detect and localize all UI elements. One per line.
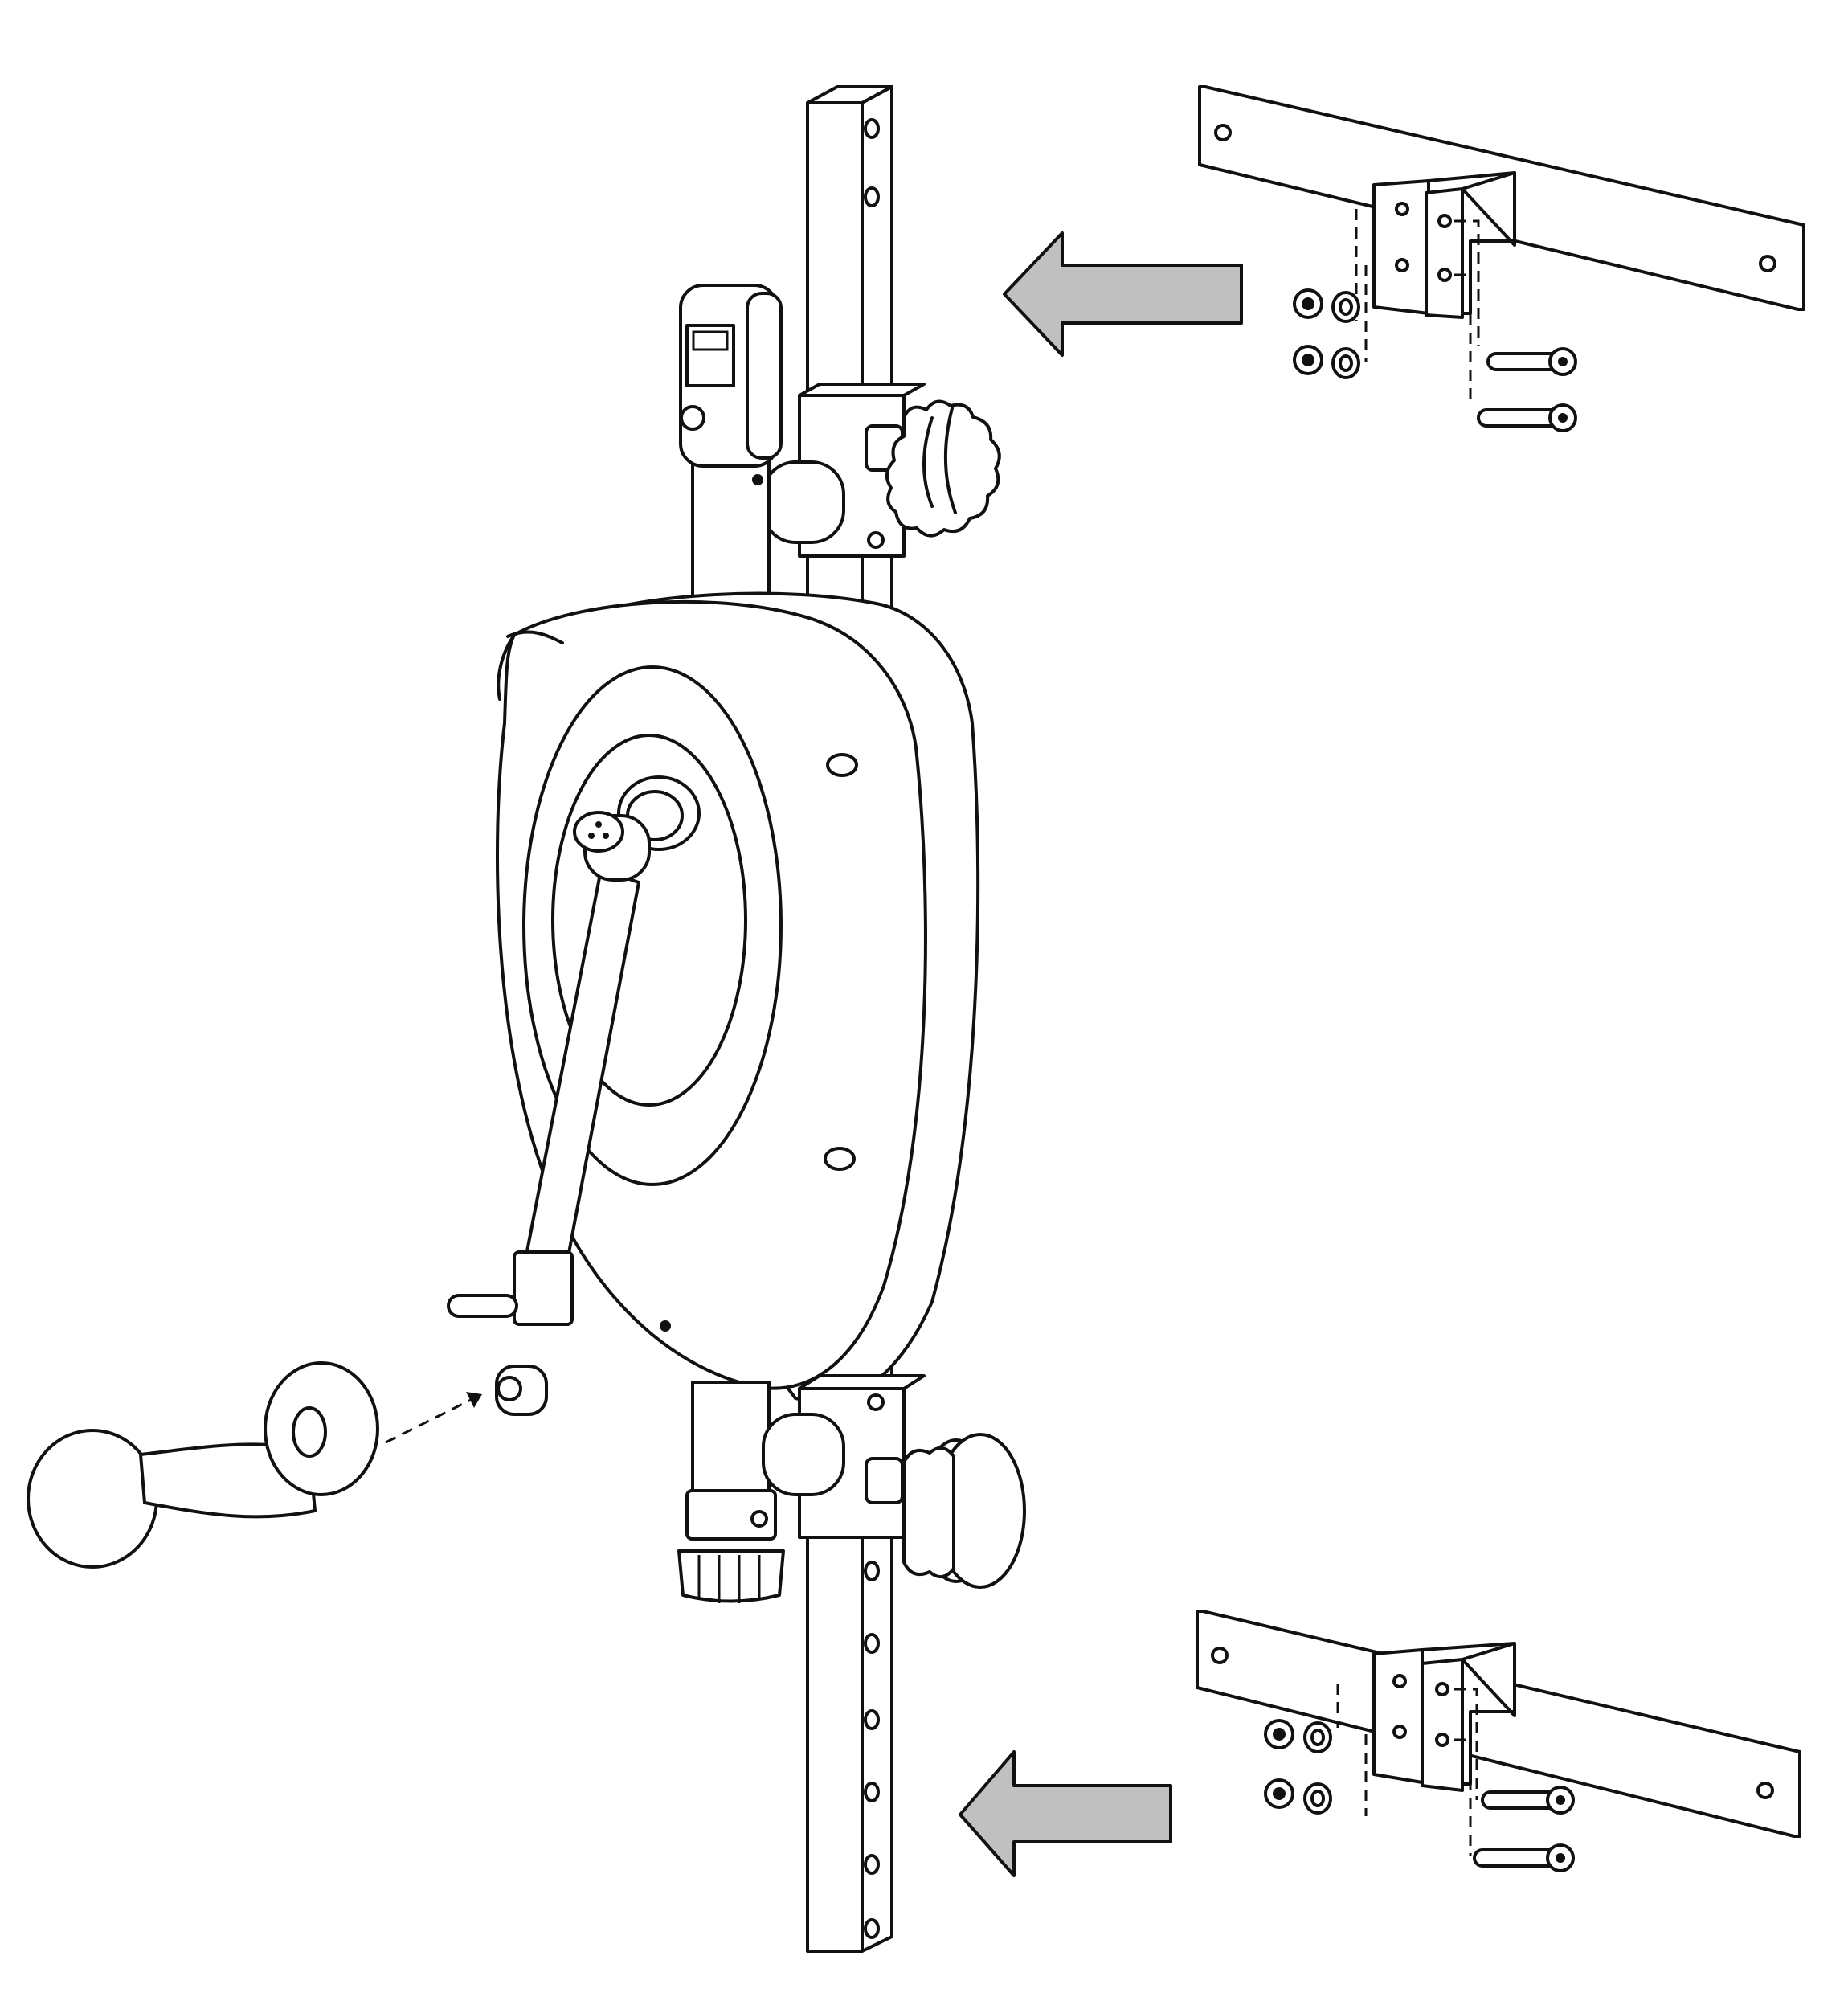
top-wall-bracket [1198,85,1805,402]
bolt [1481,1786,1575,1815]
hardware [1264,288,1577,1872]
bolt [1477,403,1577,432]
washer [1331,291,1360,323]
washer [1303,1782,1332,1815]
rail-hole [864,118,880,139]
top-clamp [762,383,926,558]
assembly-arrow-bottom [959,1750,1172,1877]
hex-nut [1293,288,1323,319]
bottom-wall-bracket [1196,1610,1801,1856]
rail-hole [864,1709,880,1730]
rail-hole [864,1782,880,1802]
hex-nut [1264,1778,1294,1809]
bolt [1486,347,1577,376]
bottom-adjust-knob [677,1381,785,1603]
rail-hole [864,1918,880,1939]
rail-hole [864,186,880,207]
crank-arm [447,811,651,1416]
console [679,284,783,600]
washer [1303,1721,1332,1753]
rail-hole [864,1633,880,1654]
rail-hole [864,1854,880,1875]
pedal-handle [27,1361,483,1569]
bolt [1473,1843,1575,1872]
top-clamp-knob [885,399,1001,538]
rail-hole [864,1561,880,1581]
hex-nut [1293,345,1323,375]
bottom-clamp-knob [902,1433,1026,1589]
assembly-arrow-top [1003,231,1243,357]
hex-nut [1264,1719,1294,1749]
washer [1331,347,1360,379]
bottom-clamp [762,1374,926,1539]
